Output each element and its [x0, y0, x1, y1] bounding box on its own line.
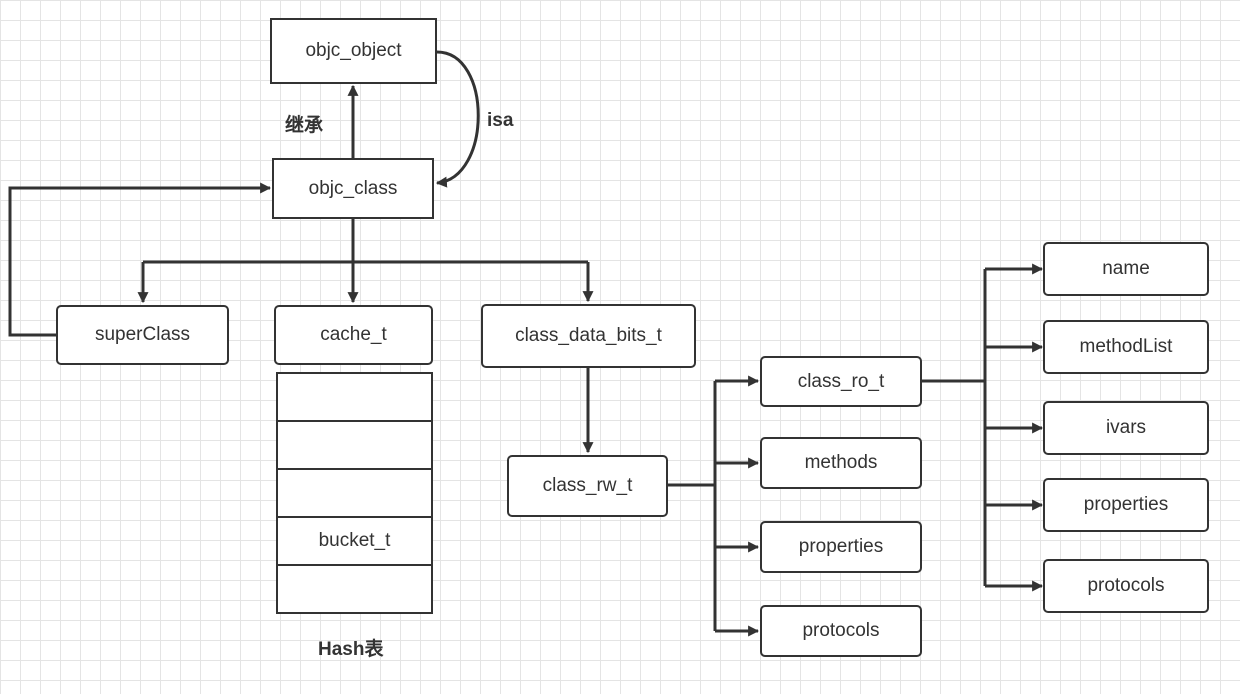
hash-cell: [276, 564, 433, 614]
node-ro-properties: properties: [1043, 478, 1209, 532]
node-class-ro-t: class_ro_t: [760, 356, 922, 407]
inherit-label: 继承: [285, 115, 324, 136]
node-objc-object: objc_object: [270, 18, 437, 84]
node-superclass: superClass: [56, 305, 229, 365]
node-class-data-bits-t: class_data_bits_t: [481, 304, 696, 368]
node-rw-methods: methods: [760, 437, 922, 489]
node-class-rw-t: class_rw_t: [507, 455, 668, 517]
isa-label: isa: [487, 110, 514, 131]
node-ro-protocols: protocols: [1043, 559, 1209, 613]
hash-table-caption: Hash表: [318, 639, 384, 660]
node-cache-t: cache_t: [274, 305, 433, 365]
isa-arrow: [435, 50, 480, 188]
hash-cell-bucket-t: bucket_t: [276, 516, 433, 566]
superclass-loop-arrow: [8, 182, 272, 337]
node-ro-name: name: [1043, 242, 1209, 296]
node-rw-protocols: protocols: [760, 605, 922, 657]
hash-cell: [276, 420, 433, 470]
hash-cell: [276, 468, 433, 518]
node-ro-ivars: ivars: [1043, 401, 1209, 455]
node-objc-class: objc_class: [272, 158, 434, 219]
node-rw-properties: properties: [760, 521, 922, 573]
hash-cell: [276, 372, 433, 422]
node-ro-methodlist: methodList: [1043, 320, 1209, 374]
